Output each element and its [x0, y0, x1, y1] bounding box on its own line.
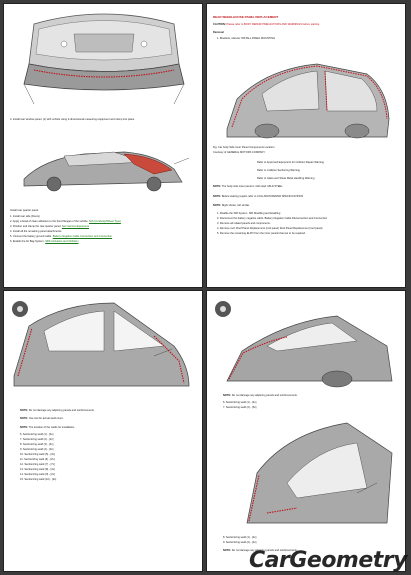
rear-quarter-illustration	[226, 315, 393, 388]
weld-item: 7. Sectionizing weld (2) - [2x]	[20, 438, 54, 441]
note: NOTE: Do not damage any adjoining panels…	[223, 394, 298, 397]
note: NOTE: Do not damage any adjoining panels…	[223, 549, 298, 552]
refer-link[interactable]: Refer to Approved Equipment for Collisio…	[257, 161, 324, 164]
link-srs[interactable]: SRS Activation and Inhibition	[45, 240, 79, 243]
weld-item: 11. Sectionizing weld (6) - [2x]	[20, 458, 55, 461]
step-line: 5. Remove the remaining ELPO from the in…	[217, 232, 306, 235]
weld-item: 14. Sectionizing weld (9) - [2x]	[20, 473, 55, 476]
caption-quarter-panel: Install rear quarter panel.	[10, 209, 39, 212]
weld-item: 10. Sectionizing weld (5) - [4x]	[20, 453, 55, 456]
weld-item: 6. Sectionizing weld (1) - [4x]	[20, 433, 54, 436]
note: NOTE: The body side outer panel is mild …	[213, 185, 283, 188]
note: NOTE: Right shown, left similar	[213, 204, 250, 207]
site-watermark: CarGeometry	[249, 548, 408, 573]
car-body-illustration	[23, 151, 190, 192]
link-nvh[interactable]: NVH (Unibody/Wheel Type)	[89, 220, 121, 223]
step-line: 4. Remove roof. Roof Panel Replacement (…	[217, 227, 323, 230]
step-line: 4. Install all the remaining panel attac…	[10, 230, 63, 233]
brand-logo-icon	[12, 301, 28, 317]
step-line: 2. Disconnect the battery negative cable…	[217, 217, 328, 220]
step-line: 1. Install rear side (Doors)	[10, 215, 40, 218]
step-line: 5. Connect the battery ground cable. Bat…	[10, 235, 113, 238]
note: NOTE: Do not damage any adjoining panels…	[20, 409, 95, 412]
brand-logo-icon	[215, 301, 231, 317]
weld-item: 8. Sectionizing weld (1) - [4x]	[223, 536, 257, 539]
manual-page-2: REAR WHEELHOUSE PANEL REPLACEMENT CAUTIO…	[207, 4, 405, 287]
note: NOTE: The location of the welds for inst…	[20, 426, 75, 429]
refer-link[interactable]: Refer to Collision Sectioning Warning	[257, 169, 300, 172]
rear-panel-illustration	[4, 4, 202, 114]
note: NOTE: Before starting repairs refer to C…	[213, 195, 304, 198]
step-line: 2. Apply a bead of clean adhesive to the…	[10, 220, 121, 223]
weld-item: 13. Sectionizing weld (8) - [4x]	[20, 468, 55, 471]
weld-item: 12. Sectionizing weld (7) - [7x]	[20, 463, 55, 466]
removal-step: 1. Brackets, silencer INSTALL PANEL MOUN…	[217, 37, 276, 40]
figure-courtesy: Courtesy of GENERAL MOTORS COMPANY	[213, 151, 265, 154]
note: NOTE: Use tool for actual weld count.	[20, 417, 64, 420]
side-panel-illustration	[13, 302, 190, 387]
weld-item: 9. Sectionizing weld (2) - [2x]	[223, 541, 257, 544]
manual-page-4: NOTE: Do not damage any adjoining panels…	[207, 291, 405, 571]
refer-link[interactable]: Refer to Glass and Sheet Metal Handling …	[257, 177, 315, 180]
step-line: 3. Position and clamp the rear quarter p…	[10, 225, 90, 228]
step-line: 6. Enable the Air Bag System. SRS Activa…	[10, 240, 79, 243]
removal-heading: Removal	[213, 31, 224, 34]
weld-item: 8. Sectionizing weld (3) - [4x]	[20, 443, 54, 446]
caption-rear-window: 4. Install rear window panel. (1) with v…	[10, 118, 135, 121]
weld-item: 6. Sectionizing weld (1) - [4x]	[223, 401, 257, 404]
step-line: 1. Disable the SIR System. SIR Disabling…	[217, 212, 281, 215]
weld-item: 15. Sectionizing weld (10) - [2x]	[20, 478, 57, 481]
weld-item: 9. Sectionizing weld (4) - [3x]	[20, 448, 54, 451]
manual-page-1: 4. Install rear window panel. (1) with v…	[4, 4, 202, 287]
step-line: 3. Remove all related panels and compone…	[217, 222, 271, 225]
weld-item: 7. Sectionizing weld (2) - [5x]	[223, 406, 257, 409]
figure-caption: Fig. Car body Side Inner Panel Component…	[213, 146, 275, 149]
wheelhouse-section-illustration	[246, 422, 393, 524]
manual-page-3: NOTE: Do not damage any adjoining panels…	[4, 291, 202, 571]
caution-line: CAUTION: Please refer to BODY REPAIR PRE…	[213, 23, 320, 26]
link-service-equipment[interactable]: See Service Equipment	[61, 225, 90, 228]
link-battery-cable[interactable]: Battery Negative Cable Connection and Co…	[52, 235, 113, 238]
wheelhouse-panel-illustration	[226, 63, 390, 139]
page-heading: REAR WHEELHOUSE PANEL REPLACEMENT	[213, 15, 279, 19]
